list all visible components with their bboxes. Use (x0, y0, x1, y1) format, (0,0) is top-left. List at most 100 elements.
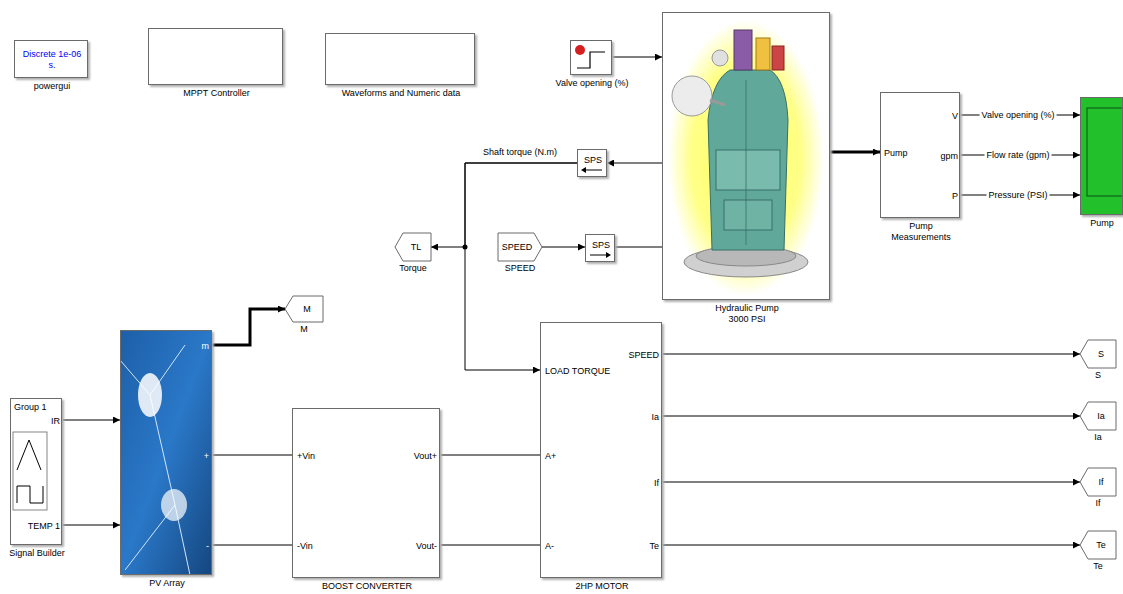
port-label: A+ (545, 451, 556, 462)
tag-outline-shape (1080, 468, 1116, 496)
block-label: Valve opening (%) (556, 78, 629, 89)
block-label: SPEED (505, 263, 536, 274)
port-label: LOAD TORQUE (545, 366, 610, 377)
goto-tag: IaIa (1080, 402, 1116, 430)
port-label: Te (649, 541, 659, 552)
port-label: -Vin (297, 541, 313, 552)
subsystem-block: MPPT Controller (148, 28, 283, 85)
block-label: If (1095, 498, 1100, 509)
port-label: Group 1 (14, 402, 47, 413)
from-tag: SPEEDSPEED (498, 233, 542, 261)
dc-motor: LOAD TORQUEA+A-SPEEDIaIfTe2HP MOTOR (540, 322, 662, 578)
signal-line (212, 545, 292, 546)
port-label: Discrete 1e-06 s. (18, 49, 86, 71)
block-label: Signal Builder (9, 548, 65, 559)
port-label: +Vin (297, 451, 315, 462)
block-label: Ia (1094, 432, 1102, 443)
signal-line (440, 545, 540, 546)
converter-icon (577, 149, 615, 262)
port-label: Vout+ (414, 451, 437, 462)
solver-block: Discrete 1e-06 s.powergui (14, 40, 88, 78)
scope-block: Pump (1080, 97, 1123, 215)
port-label: M (303, 304, 311, 315)
port-label: TL (411, 242, 422, 253)
block-label: PV Array (149, 578, 185, 589)
tag-outline-shape (395, 233, 431, 261)
port-label: Ia (1097, 411, 1105, 422)
signal-line (662, 354, 1080, 355)
port-label: gpm (940, 151, 958, 162)
pv-panel-icon (120, 330, 212, 575)
goto-tag: TLTorque (395, 233, 431, 261)
pump-block: Hydraulic Pump 3000 PSI (662, 12, 830, 300)
signal-label: Shaft torque (N.m) (481, 147, 559, 158)
signal-label: Pressure (PSI) (986, 190, 1049, 201)
block-label: MPPT Controller (183, 88, 249, 99)
signal-builder: Group 1IRTEMP 1Signal Builder (10, 398, 62, 545)
signal-line (662, 482, 1080, 483)
signal-line (662, 545, 1080, 546)
signal-line (440, 455, 540, 456)
port-label: A- (545, 541, 554, 552)
port-label: SPS (584, 155, 602, 166)
port-label: TEMP 1 (28, 521, 60, 532)
scope-icon (1080, 97, 1123, 215)
port-label: Pump (884, 148, 908, 159)
block-label: Hydraulic Pump 3000 PSI (707, 303, 787, 325)
port-label: - (206, 541, 209, 552)
step-block: Valve opening (%) (570, 40, 612, 75)
converter-block: SPS (585, 234, 615, 262)
port-label: IR (51, 416, 60, 427)
block-label: Torque (399, 263, 427, 274)
tag-outline-shape (1080, 340, 1116, 368)
block-label: M (300, 324, 308, 335)
block-label: powergui (34, 81, 71, 92)
tag-outline-shape (285, 296, 323, 322)
signal-line (662, 416, 1080, 417)
pv-array: m+-PV Array (120, 330, 212, 575)
tag-outline-shape (1080, 531, 1116, 559)
signal-line (62, 525, 120, 526)
port-label: SPEED (628, 350, 659, 361)
tag-outline (1080, 468, 1116, 496)
signal-line (212, 309, 285, 345)
signal-line (212, 455, 292, 456)
goto-tag: TeTe (1080, 531, 1116, 559)
block-label: S (1095, 370, 1101, 381)
block-label: 2HP MOTOR (575, 581, 628, 592)
port-label: Vout- (416, 541, 437, 552)
pump-illustration (662, 12, 830, 300)
subsystem-block: Waveforms and Numeric data (325, 33, 475, 85)
signal-line (612, 57, 662, 58)
signal-line (542, 247, 585, 248)
goto-tag: SS (1080, 340, 1116, 368)
block-label: Waveforms and Numeric data (342, 88, 461, 99)
signal-label: Valve opening (%) (980, 110, 1057, 121)
signal-builder-icon (10, 398, 62, 545)
boost-converter: +Vin-VinVout+Vout-BOOST CONVERTER (292, 408, 440, 578)
signal-label: Flow rate (gpm) (984, 150, 1051, 161)
port-label: If (1098, 477, 1103, 488)
port-label: Ia (651, 412, 659, 423)
port-label: If (654, 478, 659, 489)
port-label: m (202, 341, 210, 352)
port-label: SPS (592, 240, 610, 251)
signal-line (830, 151, 880, 154)
goto-tag: MM (285, 296, 323, 322)
block-label: Pump Measurements (886, 221, 956, 243)
block-label: Pump (1090, 218, 1114, 229)
port-label: Te (1096, 540, 1106, 551)
block-label: BOOST CONVERTER (322, 581, 412, 592)
signal-line (62, 420, 120, 421)
signal-line (615, 247, 662, 248)
measurement-block: PumpVgpmPPump Measurements (880, 92, 960, 218)
port-label: SPEED (502, 242, 533, 253)
goto-tag: IfIf (1080, 468, 1116, 496)
block-label: Te (1093, 561, 1103, 572)
tag-outline-shape (1080, 402, 1116, 430)
port-label: P (952, 191, 958, 202)
port-label: + (204, 451, 209, 462)
port-label: S (1098, 349, 1104, 360)
step-icon (570, 40, 612, 75)
tag-outline-shape (498, 233, 542, 261)
